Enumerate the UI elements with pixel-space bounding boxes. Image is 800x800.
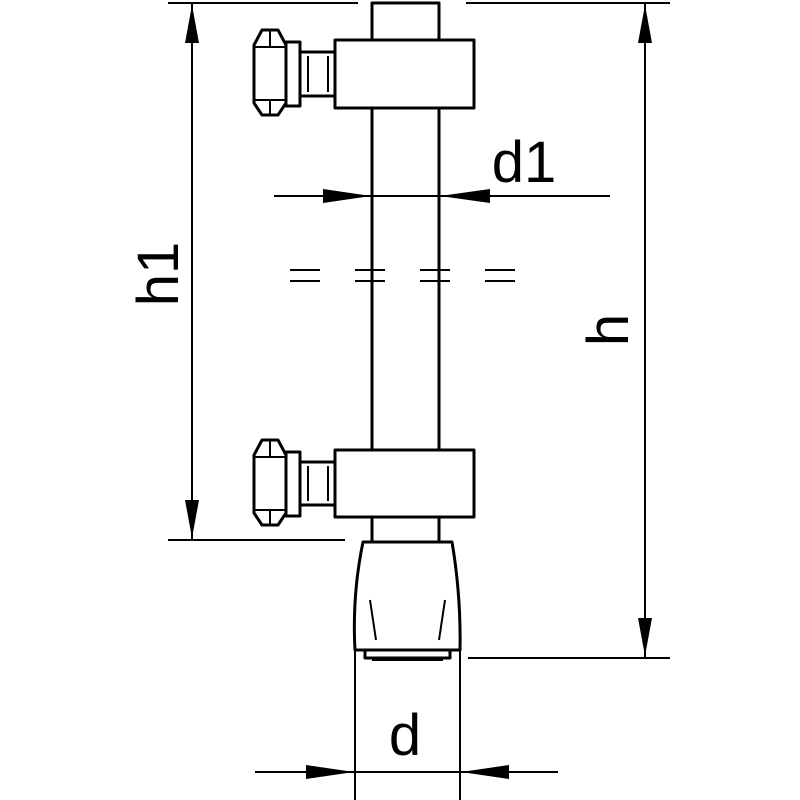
rod-break-symbol <box>290 269 525 282</box>
dimension-d1 <box>274 189 610 203</box>
upper-hex-bolt-icon <box>252 28 302 117</box>
dimension-label-d1: d1 <box>492 130 557 195</box>
dimension-label-h1: h1 <box>126 242 191 307</box>
rod-foot <box>352 540 462 661</box>
dimension-label-h: h <box>576 314 641 346</box>
dimension-h1 <box>185 3 199 540</box>
dimension-d <box>255 765 558 779</box>
lower-clamp <box>252 438 476 527</box>
dimension-label-d: d <box>389 703 421 768</box>
dimension-h <box>638 3 652 658</box>
upper-clamp <box>252 28 476 117</box>
lower-hex-bolt-icon <box>252 438 302 527</box>
